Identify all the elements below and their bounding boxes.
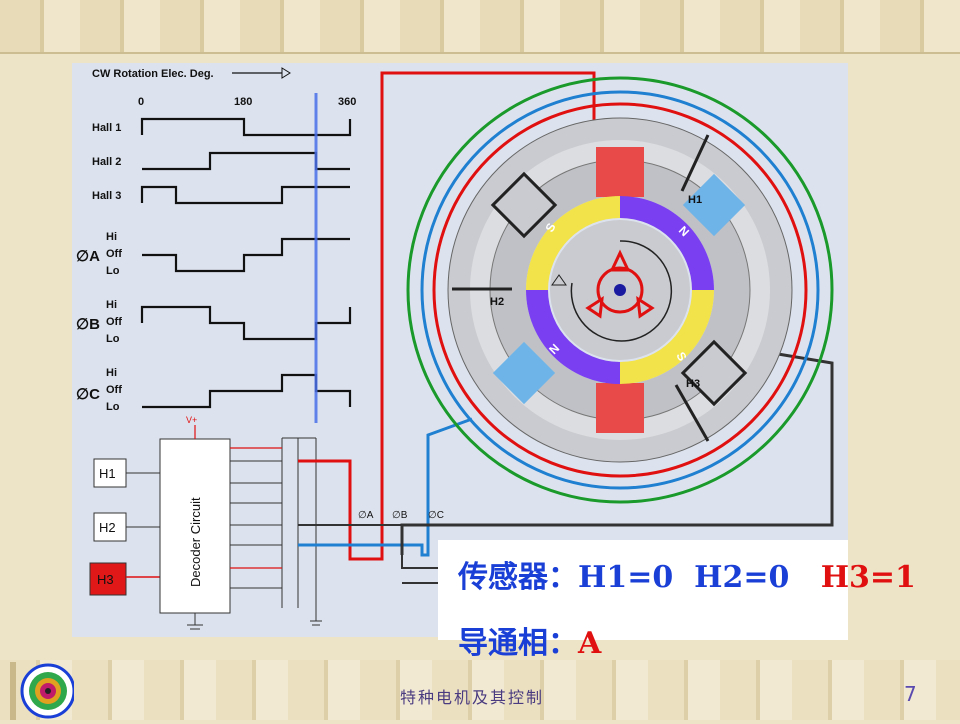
phase-b-lo: Lo (106, 333, 120, 345)
motor-h3-label: H3 (686, 378, 700, 390)
degree-tick-180: 180 (234, 96, 252, 108)
hall-1-waveform (140, 117, 352, 137)
h2-sensor-box (93, 512, 127, 542)
stator-pole-b2 (492, 341, 556, 405)
h2-sensor-label: H2 (99, 520, 116, 535)
stator-pole-a-top (596, 147, 644, 197)
rotation-direction-arrow (551, 274, 567, 286)
h1-sensor-label: H1 (99, 466, 116, 481)
phase-a-off: Off (106, 248, 122, 260)
hall-1-label: Hall 1 (92, 122, 121, 134)
h3-sensor-label: H3 (97, 572, 114, 587)
conducting-phase-line: 导通相：A (458, 618, 601, 662)
phase-a-waveform (142, 237, 350, 273)
phase-c-lo: Lo (106, 401, 120, 413)
decoder-circuit-box (159, 438, 231, 614)
phase-b-wire (298, 524, 445, 584)
ground-symbol (187, 613, 203, 630)
phase-b-label: ∅B (76, 316, 100, 333)
transistor-bridge (230, 437, 322, 626)
page-number: 7 (904, 682, 917, 706)
phase-a-lo: Lo (106, 265, 120, 277)
phase-c-wire (298, 417, 473, 557)
motor-h2-label: H2 (490, 296, 504, 308)
stator-pole-b1 (682, 173, 746, 237)
decorative-top-border (0, 0, 960, 54)
h3-value: H3=1 (820, 560, 916, 595)
phase-c-off: Off (106, 384, 122, 396)
hall-2-waveform (142, 151, 350, 171)
rotation-arrowhead (281, 67, 291, 79)
phase-a-supply-wire (298, 71, 596, 561)
decorative-bottom-border (0, 660, 960, 720)
logo (8, 662, 76, 720)
degree-tick-360: 360 (338, 96, 356, 108)
h1-value: H1=0 (578, 560, 674, 595)
phase-b-hi: Hi (106, 299, 117, 311)
neutral-wire (400, 351, 834, 555)
h1-sensor-box (93, 458, 127, 488)
hall-sensor-h1 (680, 134, 710, 192)
decoder-label: Decoder Circuit (188, 497, 203, 587)
phase-c-waveform (142, 373, 352, 409)
phase-b-waveform (140, 305, 352, 341)
course-title: 特种电机及其控制 (400, 688, 545, 707)
phase-value: A (578, 626, 602, 661)
hall-sensor-h3 (674, 384, 710, 442)
motor-cross-section (406, 76, 834, 504)
phase-a-hi: Hi (106, 231, 117, 243)
phase-a-label: ∅A (76, 248, 100, 265)
degree-tick-0: 0 (138, 96, 144, 108)
phase-c-label: ∅C (76, 386, 100, 403)
stator-pole-c1 (490, 171, 558, 239)
caption-box: 传感器：H1=0 H2=0 H3=1 导通相：A (438, 540, 916, 661)
output-c-label: ∅C (428, 510, 444, 521)
diagram-panel: CW Rotation Elec. Deg. 0 180 360 Hall 1 … (72, 63, 848, 637)
phase-prefix: 导通相： (458, 626, 578, 661)
sensor-state-line: 传感器：H1=0 H2=0 H3=1 (458, 552, 916, 596)
h3-sensor-box (89, 562, 127, 596)
hall-2-label: Hall 2 (92, 156, 121, 168)
output-b-label: ∅B (392, 510, 408, 521)
motor-h1-label: H1 (688, 194, 702, 206)
rotor-shaft-symbol (585, 249, 655, 319)
output-a-label: ∅A (358, 510, 374, 521)
rotation-label: CW Rotation Elec. Deg. (92, 68, 214, 80)
phase-c-hi: Hi (106, 367, 117, 379)
sensor-prefix: 传感器： (458, 560, 578, 595)
h2-value: H2=0 (694, 560, 790, 595)
stator-pole-a-bottom (596, 383, 644, 433)
hall-3-waveform (140, 185, 350, 205)
supply-label: V+ (186, 415, 197, 425)
stator-pole-c2 (680, 339, 748, 407)
phase-b-off: Off (106, 316, 122, 328)
hall-3-label: Hall 3 (92, 190, 121, 202)
